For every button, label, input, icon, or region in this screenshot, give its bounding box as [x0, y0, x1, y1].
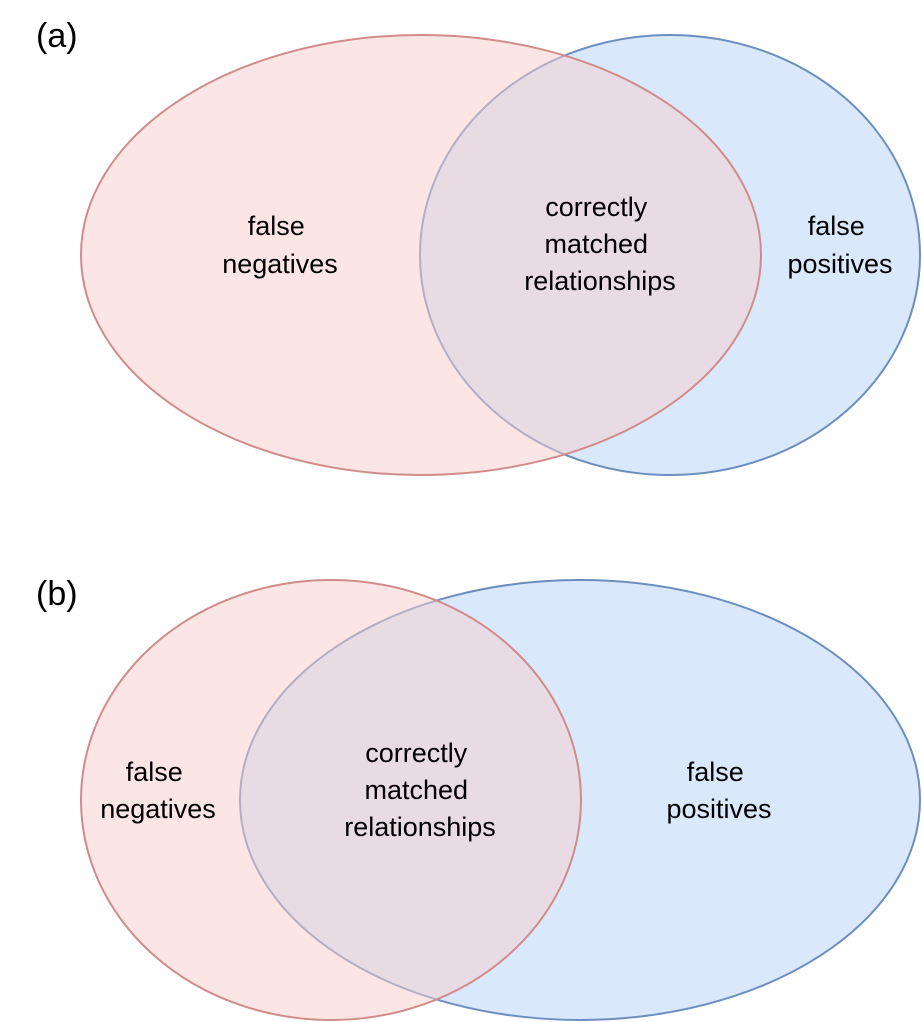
panel-a-false-negatives-label: false negatives	[222, 211, 338, 279]
panel-a: (a) false negatives correctly matched re…	[36, 17, 921, 476]
panel-b-false-positives-label: false positives	[666, 757, 771, 824]
panel-b-label: (b)	[36, 575, 78, 613]
panel-a-intersection-label: correctly matched relationships	[524, 192, 676, 296]
panel-b-ground-truth-ellipse	[80, 579, 582, 1021]
panel-b-false-negatives-label: false negatives	[100, 757, 216, 824]
panel-a-ground-truth-ellipse	[80, 34, 762, 476]
panel-a-false-positives-label: false positives	[787, 211, 892, 279]
panel-b: (b) false negatives correctly matched re…	[36, 575, 921, 1021]
panel-a-label: (a)	[36, 17, 78, 55]
panel-b-intersection-label: correctly matched relationships	[344, 738, 496, 842]
